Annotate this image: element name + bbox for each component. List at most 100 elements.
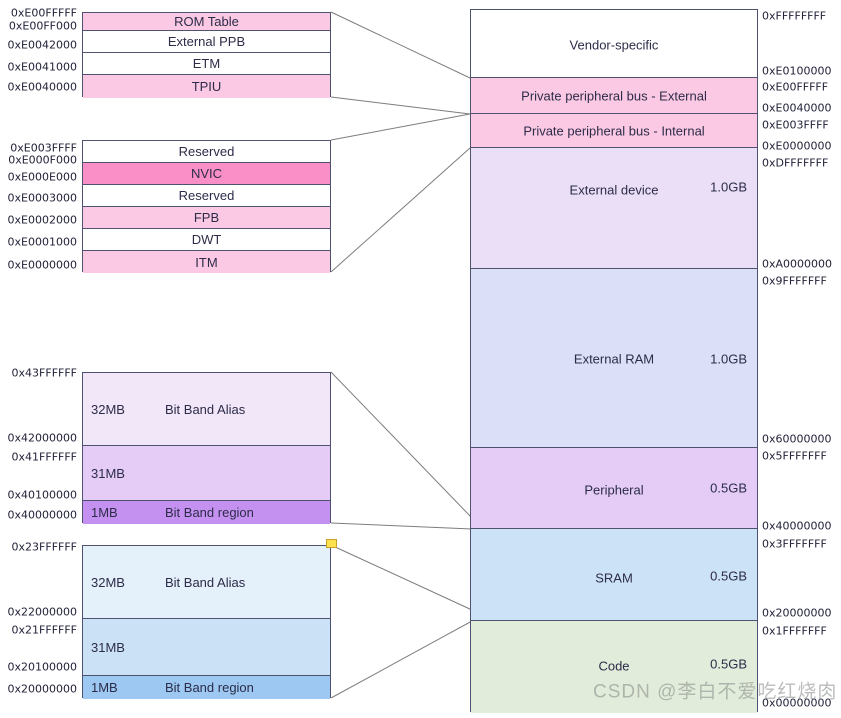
row-label: Bit Band Alias [165, 401, 246, 417]
address-label: 0x5FFFFFFF [762, 449, 827, 463]
address-label: 0xE003FFFF [762, 118, 829, 132]
row-size-label: 1MB [91, 680, 118, 695]
address-label: 0xE0000000 [762, 139, 832, 153]
address-label: 0xE00FFFFF [762, 80, 829, 94]
address-label: 0xE0001000 [7, 235, 77, 249]
address-label: 0xE000F000 [8, 153, 77, 167]
row-label: Reserved [178, 144, 235, 159]
row-label: TPIU [191, 79, 222, 94]
block-peripheral-bitband: 32MB Bit Band Alias 31MB 1MB Bit Band re… [82, 372, 331, 524]
row-label: Bit Band region [165, 505, 254, 520]
address-label: 0x41FFFFFF [11, 450, 77, 464]
address-label: 0xDFFFFFFF [762, 156, 829, 170]
row-reserved-2: Reserved [83, 185, 330, 207]
address-label: 0x20100000 [7, 660, 78, 674]
region-sram: SRAM 0.5GB [471, 529, 757, 621]
row-external-ppb: External PPB [83, 31, 330, 53]
row-label: ITM [195, 254, 218, 270]
address-label: 0xE0040000 [762, 101, 832, 115]
row-label: Reserved [178, 188, 235, 203]
address-label: 0x60000000 [762, 432, 832, 446]
address-label: 0xE0042000 [7, 38, 77, 52]
region-size-label: 0.5GB [710, 568, 747, 584]
row-fpb: FPB [83, 207, 330, 229]
connector-handle [326, 539, 337, 548]
row-size-label: 31MB [91, 465, 125, 481]
region-external-device: External device 1.0GB [471, 148, 757, 269]
row-bitband-region-peripheral: 1MB Bit Band region [83, 501, 330, 524]
row-label: DWT [191, 232, 222, 247]
address-label: 0x00000000 [762, 696, 832, 710]
row-31mb-sram: 31MB [83, 619, 330, 676]
region-size-label: 0.5GB [710, 656, 747, 672]
row-31mb-peripheral: 31MB [83, 446, 330, 501]
memory-map-column: Vendor-specific Private peripheral bus -… [470, 9, 758, 713]
address-label: 0x20000000 [762, 606, 832, 620]
address-label: 0xE0002000 [7, 213, 77, 227]
address-label: 0x23FFFFFF [11, 540, 77, 554]
row-size-label: 32MB [91, 574, 125, 590]
address-label: 0xFFFFFFFF [762, 9, 827, 23]
row-reserved-1: Reserved [83, 141, 330, 163]
region-vendor-specific: Vendor-specific [471, 10, 757, 78]
address-label: 0x40100000 [7, 488, 78, 502]
region-label: Code [598, 658, 630, 674]
row-size-label: 32MB [91, 401, 125, 417]
address-label: 0x21FFFFFF [11, 623, 77, 637]
address-label: 0xE0041000 [7, 60, 77, 74]
region-peripheral: Peripheral 0.5GB [471, 448, 757, 529]
region-size-label: 1.0GB [710, 351, 747, 367]
row-bitband-region-sram: 1MB Bit Band region [83, 676, 330, 699]
row-label: ROM Table [174, 14, 239, 29]
region-size-label: 0.5GB [710, 480, 747, 496]
block-sram-bitband: 32MB Bit Band Alias 31MB 1MB Bit Band re… [82, 545, 331, 699]
row-label: Bit Band Alias [165, 574, 246, 590]
region-label: External device [569, 182, 659, 198]
address-label: 0x40000000 [762, 519, 832, 533]
address-label: 0xE0000000 [7, 258, 77, 272]
row-label: NVIC [190, 166, 223, 181]
row-bitband-alias-sram: 32MB Bit Band Alias [83, 546, 330, 619]
region-external-ram: External RAM 1.0GB [471, 269, 757, 448]
csdn-watermark: CSDN @李白不爱吃红烧肉 [593, 681, 838, 703]
row-label: Bit Band region [165, 680, 254, 695]
address-label: 0x42000000 [7, 431, 78, 445]
row-etm: ETM [83, 53, 330, 75]
address-label: 0x20000000 [7, 682, 78, 696]
address-label: 0x1FFFFFFF [762, 624, 827, 638]
address-label: 0xE0003000 [7, 191, 77, 205]
address-label: 0xA0000000 [762, 257, 833, 271]
region-label: Vendor-specific [569, 37, 659, 53]
region-label: Peripheral [584, 482, 644, 498]
region-ppb-internal: Private peripheral bus - Internal [471, 114, 757, 148]
row-size-label: 31MB [91, 639, 125, 655]
address-label: 0xE000E000 [7, 170, 77, 184]
address-label: 0x9FFFFFFF [762, 274, 827, 288]
region-ppb-external: Private peripheral bus - External [471, 78, 757, 114]
address-label: 0xE00FF000 [8, 19, 77, 33]
address-label: 0x40000000 [7, 508, 78, 522]
row-rom-table: ROM Table [83, 13, 330, 31]
row-itm: ITM [83, 251, 330, 273]
row-bitband-alias-peripheral: 32MB Bit Band Alias [83, 373, 330, 446]
row-size-label: 1MB [91, 505, 118, 520]
row-label: External PPB [167, 34, 246, 49]
address-label: 0xE0040000 [7, 80, 77, 94]
row-nvic: NVIC [83, 163, 330, 185]
row-dwt: DWT [83, 229, 330, 251]
region-label: Private peripheral bus - Internal [523, 123, 705, 139]
block-ppb-external-detail: ROM Table External PPB ETM TPIU [82, 12, 331, 98]
address-label: 0x43FFFFFF [11, 366, 77, 380]
region-label: Private peripheral bus - External [521, 88, 707, 104]
address-label: 0xE003FFFF [10, 141, 77, 155]
row-label: FPB [193, 210, 220, 225]
address-label: 0xE0100000 [762, 64, 832, 78]
row-label: ETM [192, 56, 221, 71]
region-label: SRAM [595, 570, 633, 586]
address-label: 0x3FFFFFFF [762, 537, 827, 551]
row-tpiu: TPIU [83, 75, 330, 98]
address-label: 0xE00FFFFF [10, 6, 77, 20]
region-label: External RAM [573, 351, 655, 367]
